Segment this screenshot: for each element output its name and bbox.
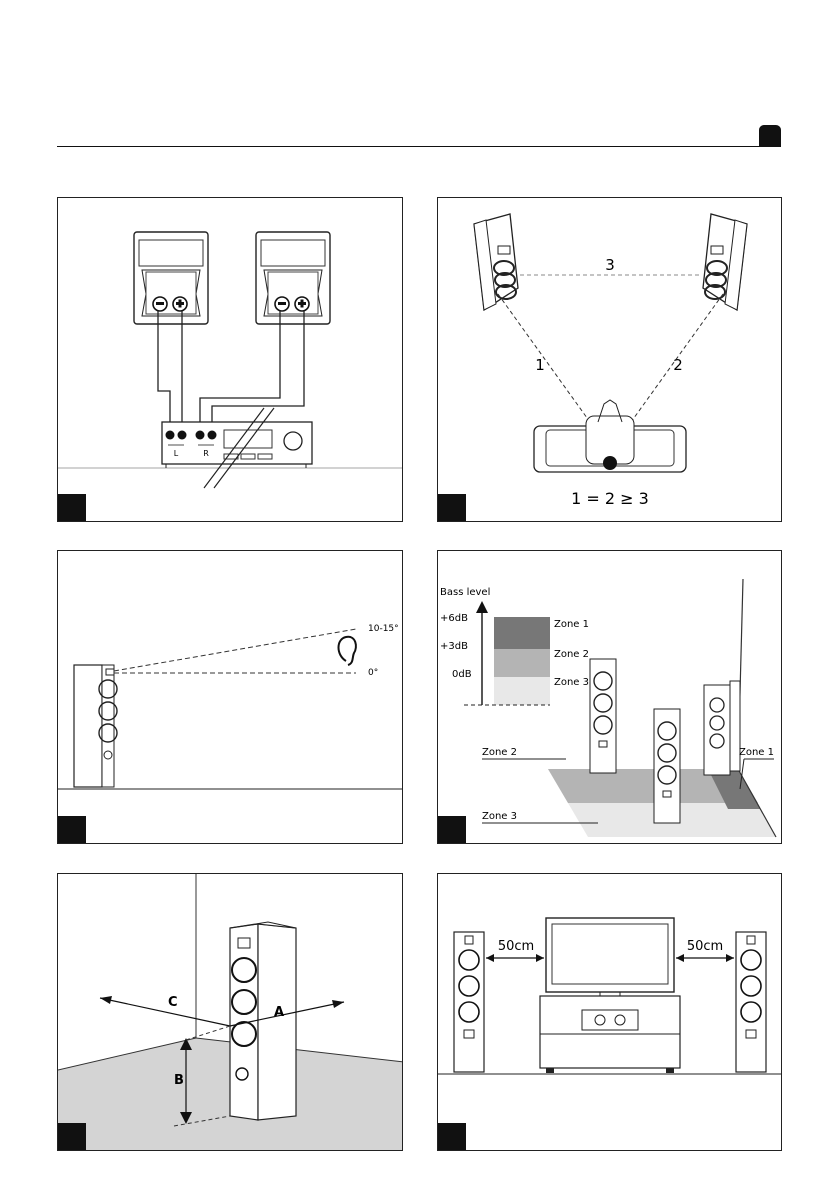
distance-b-label: B bbox=[174, 1073, 184, 1088]
distance-c-label: C bbox=[168, 995, 178, 1010]
figure-number-box bbox=[58, 816, 86, 843]
distance-a-label: A bbox=[274, 1005, 284, 1020]
distance-right-label: 50cm bbox=[687, 939, 723, 954]
level-plus6: +6dB bbox=[440, 613, 468, 624]
angle-illustration: 10-15° 0° bbox=[58, 551, 403, 844]
amplifier: L R bbox=[162, 422, 312, 468]
tower-speaker-corner bbox=[704, 681, 740, 775]
bass-zone-illustration: Bass level +6dB +3dB 0dB Zone 1 Zone 2 Z… bbox=[438, 551, 782, 844]
television bbox=[546, 918, 674, 996]
callout-zone-3: Zone 3 bbox=[482, 811, 517, 822]
bass-level-axis-title: Bass level bbox=[440, 587, 490, 598]
figure-number-box bbox=[58, 1123, 86, 1150]
amp-left-label: L bbox=[174, 449, 179, 458]
tower-speaker-side bbox=[74, 665, 117, 787]
sofa-with-listener bbox=[534, 400, 686, 472]
distance-1-label: 1 bbox=[535, 356, 545, 374]
figure-number-box bbox=[438, 494, 466, 521]
tower-speaker-3d bbox=[230, 922, 296, 1120]
angle-zero-label: 0° bbox=[368, 668, 378, 678]
callout-zone-1: Zone 1 bbox=[739, 747, 774, 758]
figure-2-listening-triangle: 3 1 2 1 = 2 ≥ 3 bbox=[437, 197, 782, 522]
figure-number-box bbox=[438, 816, 466, 843]
callout-zone-2: Zone 2 bbox=[482, 747, 517, 758]
figure-number-box bbox=[438, 1123, 466, 1150]
figure-number-box bbox=[58, 494, 86, 521]
legend-zone-1: Zone 1 bbox=[554, 619, 589, 630]
figure-4-bass-zones: Bass level +6dB +3dB 0dB Zone 1 Zone 2 Z… bbox=[437, 550, 782, 844]
figure-5-wall-distances: C A B bbox=[57, 873, 403, 1151]
left-tower-speaker bbox=[454, 932, 484, 1072]
figure-3-listening-angle: 10-15° 0° bbox=[57, 550, 403, 844]
left-speaker-back bbox=[134, 232, 208, 324]
distance-left-label: 50cm bbox=[498, 939, 534, 954]
triangle-illustration: 3 1 2 1 = 2 ≥ 3 bbox=[438, 198, 782, 522]
right-bookshelf-speaker bbox=[703, 214, 747, 310]
level-0: 0dB bbox=[452, 669, 472, 680]
right-speaker-back bbox=[256, 232, 330, 324]
ear-icon bbox=[339, 637, 356, 665]
legend-swatch-zone-2 bbox=[494, 649, 550, 677]
wall-distance-illustration: C A B bbox=[58, 874, 403, 1151]
figure-6-tv-distance: 50cm 50cm bbox=[437, 873, 782, 1151]
tower-speaker-front-1 bbox=[590, 659, 616, 773]
angle-top-label: 10-15° bbox=[368, 624, 399, 634]
level-plus3: +3dB bbox=[440, 641, 468, 652]
legend-zone-3: Zone 3 bbox=[554, 677, 589, 688]
right-tower-speaker bbox=[736, 932, 766, 1072]
amp-right-label: R bbox=[203, 449, 209, 458]
legend-swatch-zone-3 bbox=[494, 677, 550, 705]
figure-1-wiring: L R bbox=[57, 197, 403, 522]
distance-3-label: 3 bbox=[605, 256, 615, 274]
distance-formula: 1 = 2 ≥ 3 bbox=[571, 489, 649, 508]
legend-swatch-zone-1 bbox=[494, 617, 550, 649]
distance-2-label: 2 bbox=[673, 356, 683, 374]
section-tab bbox=[759, 125, 781, 146]
tv-stand bbox=[540, 996, 680, 1073]
left-bookshelf-speaker bbox=[474, 214, 518, 310]
legend-zone-2: Zone 2 bbox=[554, 649, 589, 660]
tv-distance-illustration: 50cm 50cm bbox=[438, 874, 782, 1151]
wiring-illustration: L R bbox=[58, 198, 403, 522]
tower-speaker-front-2 bbox=[654, 709, 680, 823]
header-rule bbox=[57, 146, 781, 147]
